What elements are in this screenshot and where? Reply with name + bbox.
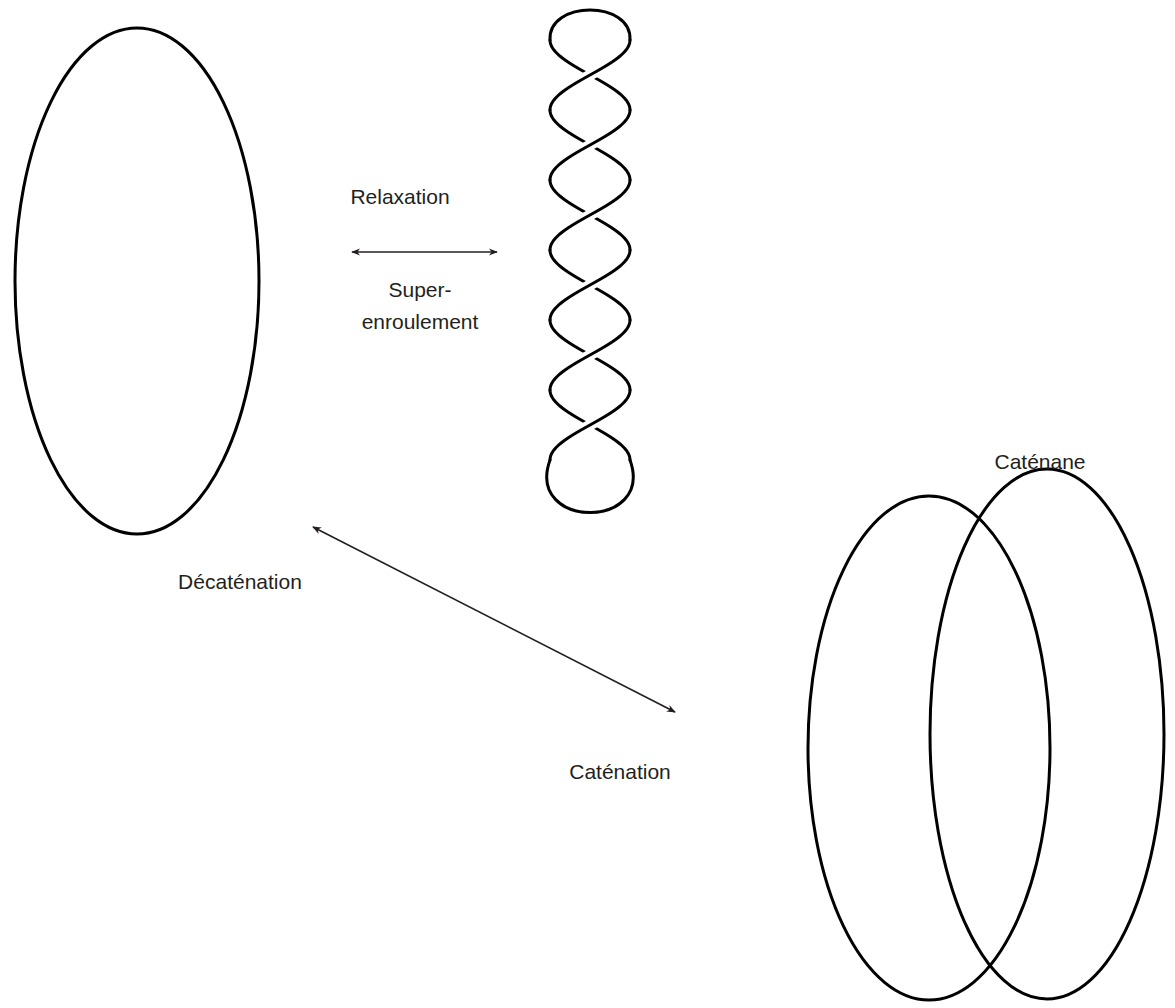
supercoil-strand [550, 10, 630, 40]
supercoil [547, 10, 633, 513]
double-arrow [313, 527, 675, 712]
label-text: Super- enroulement [350, 274, 490, 338]
supercoil-strand [550, 40, 630, 110]
supercoil-strand [550, 390, 630, 460]
supercoil-strand [550, 250, 630, 320]
catenane-rings [808, 469, 1164, 1000]
supercoil-strand [550, 250, 630, 320]
supercoil-strand [550, 320, 630, 390]
supercoil-strand [547, 460, 633, 513]
supercoil-strand [550, 180, 630, 250]
double-arrow [352, 251, 497, 253]
supercoil-strand [550, 180, 630, 250]
relaxed-circle [15, 28, 259, 534]
supercoil-strand [550, 390, 630, 460]
supercoil-strand [550, 110, 630, 180]
supercoil-strand [550, 40, 630, 110]
label-text: Caténane [994, 446, 1085, 478]
supercoil-strand [550, 110, 630, 180]
label-text: Caténation [569, 756, 671, 788]
label-text: Relaxation [350, 181, 449, 213]
label-text: Décaténation [178, 566, 302, 598]
supercoil-strand [550, 320, 630, 390]
